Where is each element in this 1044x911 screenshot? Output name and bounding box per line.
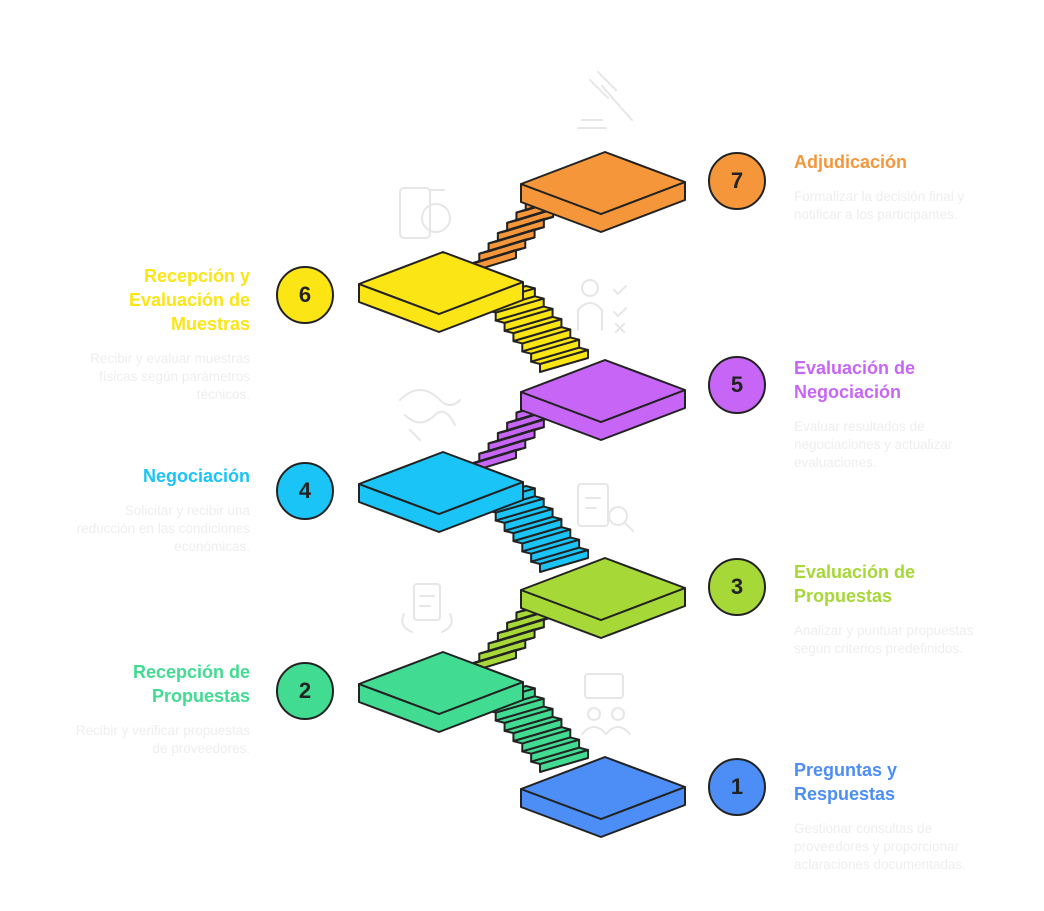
stair-tread [530, 746, 589, 765]
step-number-badge: 3 [708, 558, 766, 616]
platform-top-5 [520, 359, 686, 423]
platform-top-7 [520, 151, 686, 215]
step-description: Evaluar resultados de negociaciones y ac… [794, 419, 953, 470]
stair-tread [530, 546, 589, 565]
step-description: Recibir y evaluar muestras físicas según… [90, 351, 250, 402]
document-hands-icon [401, 583, 453, 633]
step-number-badge: 5 [708, 356, 766, 414]
step-description: Formalizar la decisión final y notificar… [794, 189, 965, 222]
step-title: Evaluación de Propuestas [794, 562, 916, 606]
step-description: Solicitar y recibir una reducción en las… [76, 503, 250, 554]
stair-tread [512, 326, 572, 345]
step-title: Evaluación de Negociación [794, 358, 916, 402]
step-title: Recepción de Propuestas [132, 662, 250, 706]
platform-top-1 [520, 756, 686, 820]
step-description: Analizar y puntuar propuestas según crit… [794, 623, 974, 656]
stair-tread [521, 336, 581, 355]
step-title: Negociación [142, 466, 250, 486]
step-description: Gestionar consultas de proveedores y pro… [794, 821, 966, 872]
handshake-icon [399, 389, 461, 441]
step-description: Recibir y verificar propuestas de provee… [75, 723, 250, 756]
stair-tread [494, 705, 554, 724]
stair-tread [494, 305, 554, 324]
gavel-icon [577, 71, 633, 129]
stair-tread [512, 526, 572, 545]
stair-tread [503, 515, 563, 535]
stair-tread [469, 646, 527, 665]
platform-top-3 [520, 557, 686, 621]
stair-tread [469, 446, 527, 465]
questions-people-icon [581, 673, 631, 735]
step-title: Recepción y Evaluación de Muestras [128, 266, 250, 334]
stair-tread [512, 726, 572, 745]
step-number-badge: 6 [276, 266, 334, 324]
stair-tread [521, 736, 581, 755]
stair-tread [503, 315, 563, 335]
stair-tread [494, 505, 554, 524]
clipboard-search-icon [577, 483, 634, 532]
step-title: Adjudicación [794, 152, 908, 172]
platform-top-6 [358, 251, 524, 315]
stair-tread [469, 246, 527, 265]
step-number-badge: 1 [708, 758, 766, 816]
stair-tread [478, 236, 536, 255]
lab-flask-icon [399, 187, 451, 239]
platform-top-4 [358, 451, 524, 515]
stair-tread [496, 215, 555, 235]
person-checklist-icon [577, 279, 627, 333]
step-number-badge: 7 [708, 152, 766, 210]
stair-tread [478, 436, 536, 455]
stair-tread [478, 636, 536, 655]
step-title: Preguntas y Respuestas [794, 760, 898, 804]
step-number-badge: 2 [276, 662, 334, 720]
stair-tread [521, 536, 581, 555]
stair-tread [487, 626, 545, 645]
platform-top-2 [358, 651, 524, 715]
stair-tread [530, 346, 589, 365]
stair-tread [487, 426, 545, 445]
stair-tread [503, 715, 563, 735]
stair-tread [487, 226, 545, 245]
step-number-badge: 4 [276, 462, 334, 520]
